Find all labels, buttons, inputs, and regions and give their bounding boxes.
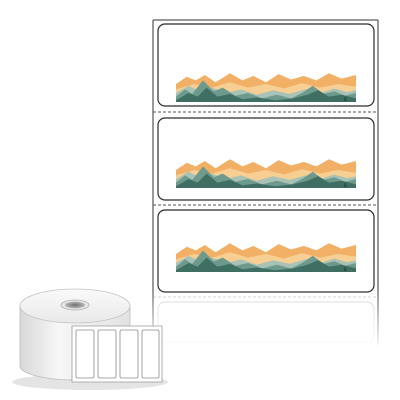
reflection-fade — [150, 290, 382, 350]
label-1 — [157, 23, 375, 107]
label-3 — [157, 209, 375, 293]
label-2 — [157, 117, 375, 201]
roll-label-strip — [71, 325, 163, 383]
